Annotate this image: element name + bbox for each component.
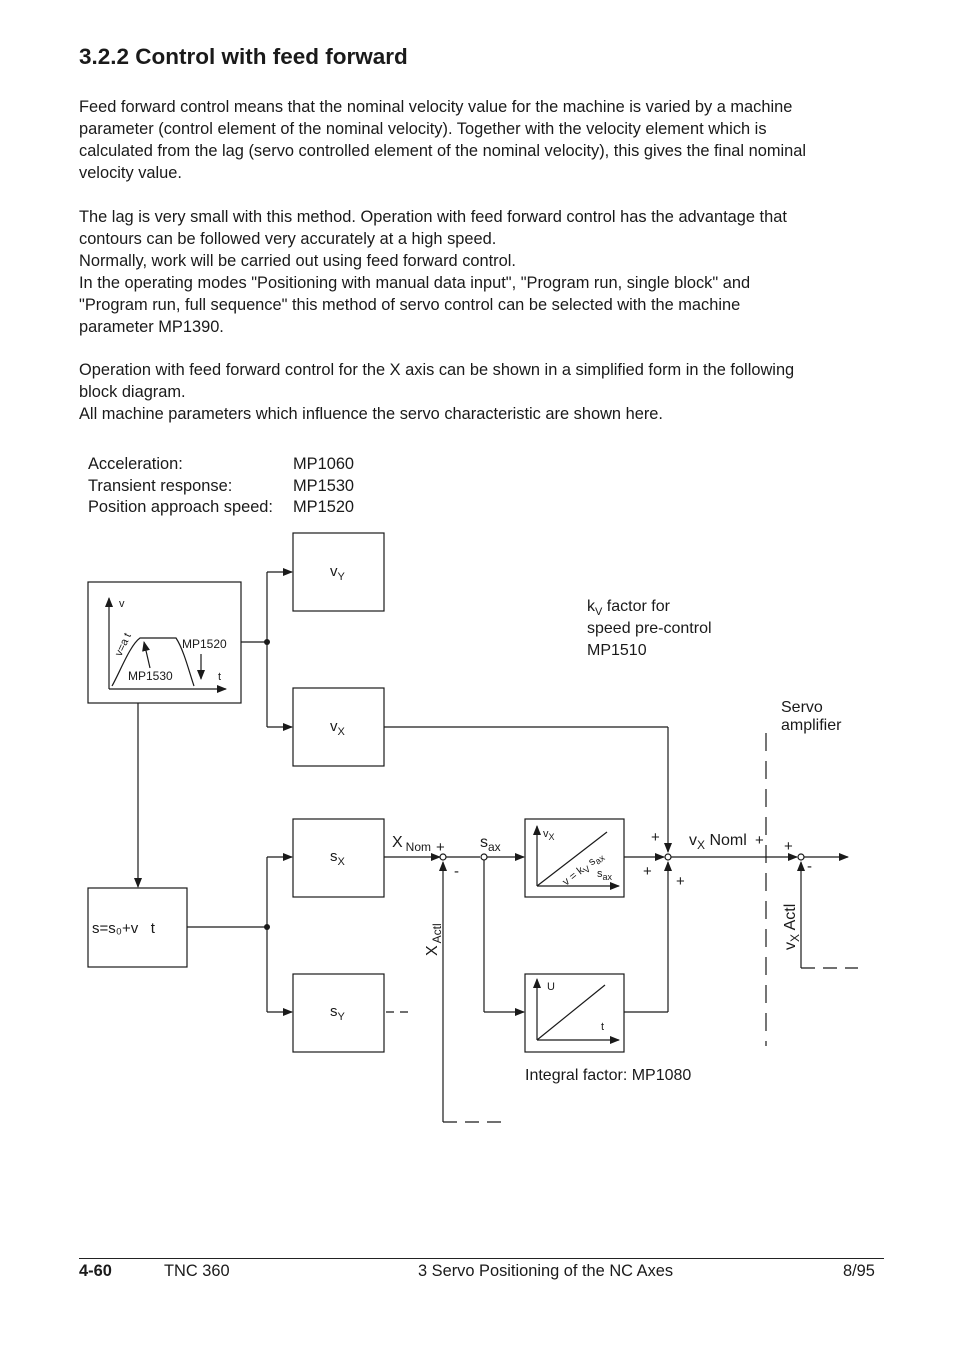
text-line: The lag is very small with this method. … bbox=[79, 208, 787, 226]
mp-label: Acceleration: bbox=[88, 455, 183, 473]
text-line: calculated from the lag (servo controlle… bbox=[79, 142, 807, 160]
mp-value: MP1520 bbox=[293, 498, 355, 516]
kv-graph-line bbox=[536, 831, 608, 887]
sx-block-label: sX bbox=[330, 848, 346, 868]
text-line: Feed forward control means that the nomi… bbox=[79, 98, 793, 116]
servo-note-line1: Servo bbox=[781, 699, 823, 716]
text-line: contours can be followed very accurately… bbox=[79, 230, 497, 248]
junction-dot bbox=[264, 639, 270, 645]
text-line: Operation with feed forward control for … bbox=[79, 361, 795, 379]
kv-note-line2: speed pre-control bbox=[587, 620, 712, 637]
text-line: parameter (control element of the nomina… bbox=[79, 120, 767, 138]
junction-dot bbox=[264, 924, 270, 930]
minus-sign: - bbox=[454, 863, 459, 880]
integral-block bbox=[524, 973, 625, 1053]
graph-v-label: v bbox=[119, 598, 125, 610]
text-line: In the operating modes "Positioning with… bbox=[79, 274, 751, 292]
section-heading: 3.2.2 Control with feed forward bbox=[79, 44, 408, 69]
summing-point-3 bbox=[797, 853, 805, 861]
sy-block bbox=[292, 973, 385, 1053]
kv-block-bottom-label: sax bbox=[597, 868, 613, 882]
int-graph-line bbox=[536, 984, 606, 1041]
graph-slope-label: v=a t bbox=[113, 631, 134, 658]
vy-block bbox=[292, 532, 385, 612]
graph-mp1530-label: MP1530 bbox=[128, 669, 173, 683]
text-line: block diagram. bbox=[79, 383, 186, 401]
s-ax-label: sax bbox=[480, 834, 501, 854]
text-line: "Program run, full sequence" this method… bbox=[79, 296, 741, 314]
integral-factor-note: Integral factor: MP1080 bbox=[525, 1067, 691, 1084]
plus-sign: + bbox=[643, 863, 652, 880]
chapter-title: 3 Servo Positioning of the NC Axes bbox=[418, 1262, 674, 1280]
velocity-profile-curve bbox=[111, 637, 195, 687]
text-line: parameter MP1390. bbox=[79, 318, 224, 336]
paragraph-intro: Feed forward control means that the nomi… bbox=[79, 96, 889, 184]
vx-block-label: vX bbox=[330, 718, 346, 738]
plus-sign: + bbox=[784, 838, 793, 855]
sy-block-label: sY bbox=[330, 1003, 346, 1023]
int-block-u-label: U bbox=[547, 981, 555, 993]
page-number: 4-60 bbox=[79, 1262, 112, 1280]
plus-sign: + bbox=[651, 829, 660, 846]
text-line: All machine parameters which influence t… bbox=[79, 405, 663, 423]
mp-value: MP1530 bbox=[293, 476, 355, 495]
footer-rule bbox=[79, 1258, 884, 1259]
machine-parameter-list: Acceleration: MP1060 Transient response:… bbox=[88, 454, 354, 519]
product-name: TNC 360 bbox=[164, 1262, 230, 1280]
int-block-t-label: t bbox=[601, 1021, 604, 1033]
x-actl-label: XActl bbox=[424, 923, 444, 956]
graph-mp1520-label: MP1520 bbox=[182, 637, 227, 651]
kv-block-top-label: vX bbox=[543, 828, 555, 842]
branch-point-sax bbox=[480, 853, 488, 861]
summing-point-2 bbox=[664, 853, 672, 861]
text-line: velocity value. bbox=[79, 164, 182, 182]
plus-sign: + bbox=[676, 873, 685, 890]
edition-date: 8/95 bbox=[843, 1262, 875, 1280]
mp-label: Transient response: bbox=[88, 476, 233, 495]
paragraph-diagram-intro: Operation with feed forward control for … bbox=[79, 359, 889, 425]
vy-block-label: vY bbox=[330, 563, 346, 583]
minus-sign: - bbox=[807, 858, 812, 875]
kv-note-line3: MP1510 bbox=[587, 642, 647, 659]
mp-value: MP1060 bbox=[293, 455, 355, 473]
plus-sign: + bbox=[755, 832, 764, 849]
plus-sign: + bbox=[436, 839, 445, 856]
servo-note-line2: amplifier bbox=[781, 717, 842, 734]
sx-block bbox=[292, 818, 385, 898]
vx-actl-label: vX Actl bbox=[782, 904, 802, 950]
vx-nom-label: vX Noml bbox=[689, 832, 747, 852]
position-formula: s=s₀+v t bbox=[92, 920, 156, 937]
text-line: Normally, work will be carried out using… bbox=[79, 252, 516, 270]
paragraph-lag: The lag is very small with this method. … bbox=[79, 206, 889, 338]
kv-block bbox=[524, 818, 625, 898]
mp1530-pointer bbox=[142, 641, 151, 669]
mp-row-acceleration: Acceleration: MP1060 bbox=[88, 454, 354, 476]
graph-t-label: t bbox=[218, 671, 221, 683]
mp-row-transient: Transient response: MP1530 bbox=[88, 476, 354, 498]
mp-label: Position approach speed: bbox=[88, 498, 273, 516]
mp-row-approach: Position approach speed: MP1520 bbox=[88, 497, 354, 519]
kv-note-line1: kV factor for bbox=[587, 598, 671, 618]
